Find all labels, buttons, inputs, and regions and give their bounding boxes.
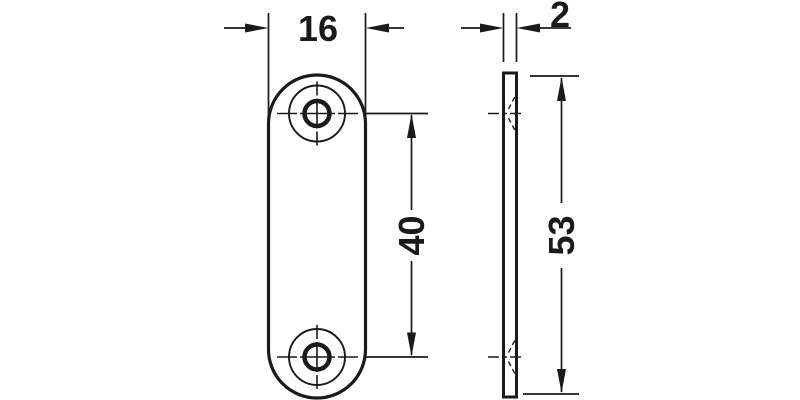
arrowhead-left-icon — [516, 23, 540, 33]
arrowhead-right-icon — [480, 23, 504, 33]
countersink-hidden-top — [488, 95, 524, 132]
dimension-hole-spacing-value: 40 — [391, 215, 432, 255]
plate-side-outline — [502, 71, 518, 399]
front-view — [266, 73, 368, 400]
dimension-height-value: 53 — [541, 215, 582, 255]
hole-top — [277, 81, 358, 146]
arrowhead-right-icon — [245, 23, 269, 33]
countersink-edge-upper — [507, 338, 517, 353]
side-view — [488, 71, 524, 399]
countersink-hidden-bottom — [488, 338, 524, 376]
arrowhead-up-icon — [557, 77, 566, 101]
dimension-thickness-value: 2 — [550, 0, 570, 35]
dimension-width-value: 16 — [298, 8, 338, 49]
arrowhead-up-icon — [407, 114, 416, 138]
countersink-edge-lower — [507, 117, 517, 132]
countersink-edge-lower — [507, 361, 517, 376]
dimension-height: 53 — [523, 75, 582, 395]
arrowhead-left-icon — [365, 23, 389, 33]
arrowhead-down-icon — [557, 369, 566, 393]
hole-bottom — [277, 325, 358, 389]
arrowhead-down-icon — [407, 332, 416, 357]
dimension-width: 16 — [224, 8, 404, 122]
countersink-edge-upper — [507, 95, 517, 110]
dimension-hole-spacing: 40 — [365, 112, 432, 358]
dimension-thickness: 2 — [461, 0, 571, 62]
plate-outline — [266, 73, 368, 400]
